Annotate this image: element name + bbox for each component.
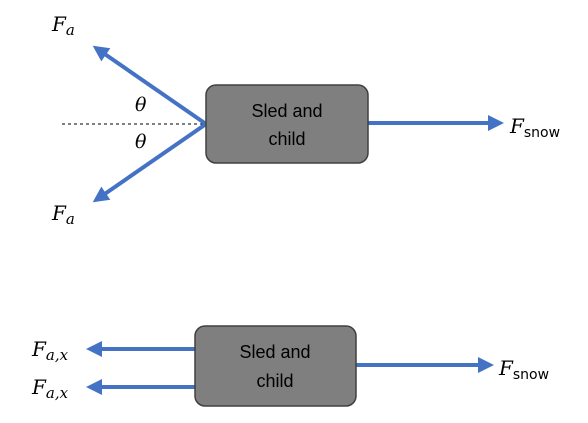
snow-force-label-top: Fsnow <box>509 114 560 141</box>
box-label-line1-bottom: Sled and <box>239 342 310 362</box>
box-label-line1-top: Sled and <box>251 101 322 121</box>
angle-theta-lower: θ <box>135 131 147 153</box>
box-label-line2-top: child <box>268 129 305 149</box>
angle-theta-upper: θ <box>135 94 147 116</box>
lower-applied-force-label: Fa <box>51 201 75 228</box>
left-x-force-label-1: Fa,x <box>31 337 69 364</box>
upper-applied-force-label: Fa <box>51 12 75 39</box>
lower-applied-force-arrow <box>92 122 208 203</box>
box-label-line2-bottom: child <box>256 371 293 391</box>
snow-force-label-bottom: Fsnow <box>498 356 549 383</box>
upper-applied-force-arrow <box>92 45 208 126</box>
sled-and-child-box-top <box>205 84 369 164</box>
sled-and-child-box-bottom <box>194 325 357 407</box>
left-x-force-label-2: Fa,x <box>31 375 69 402</box>
